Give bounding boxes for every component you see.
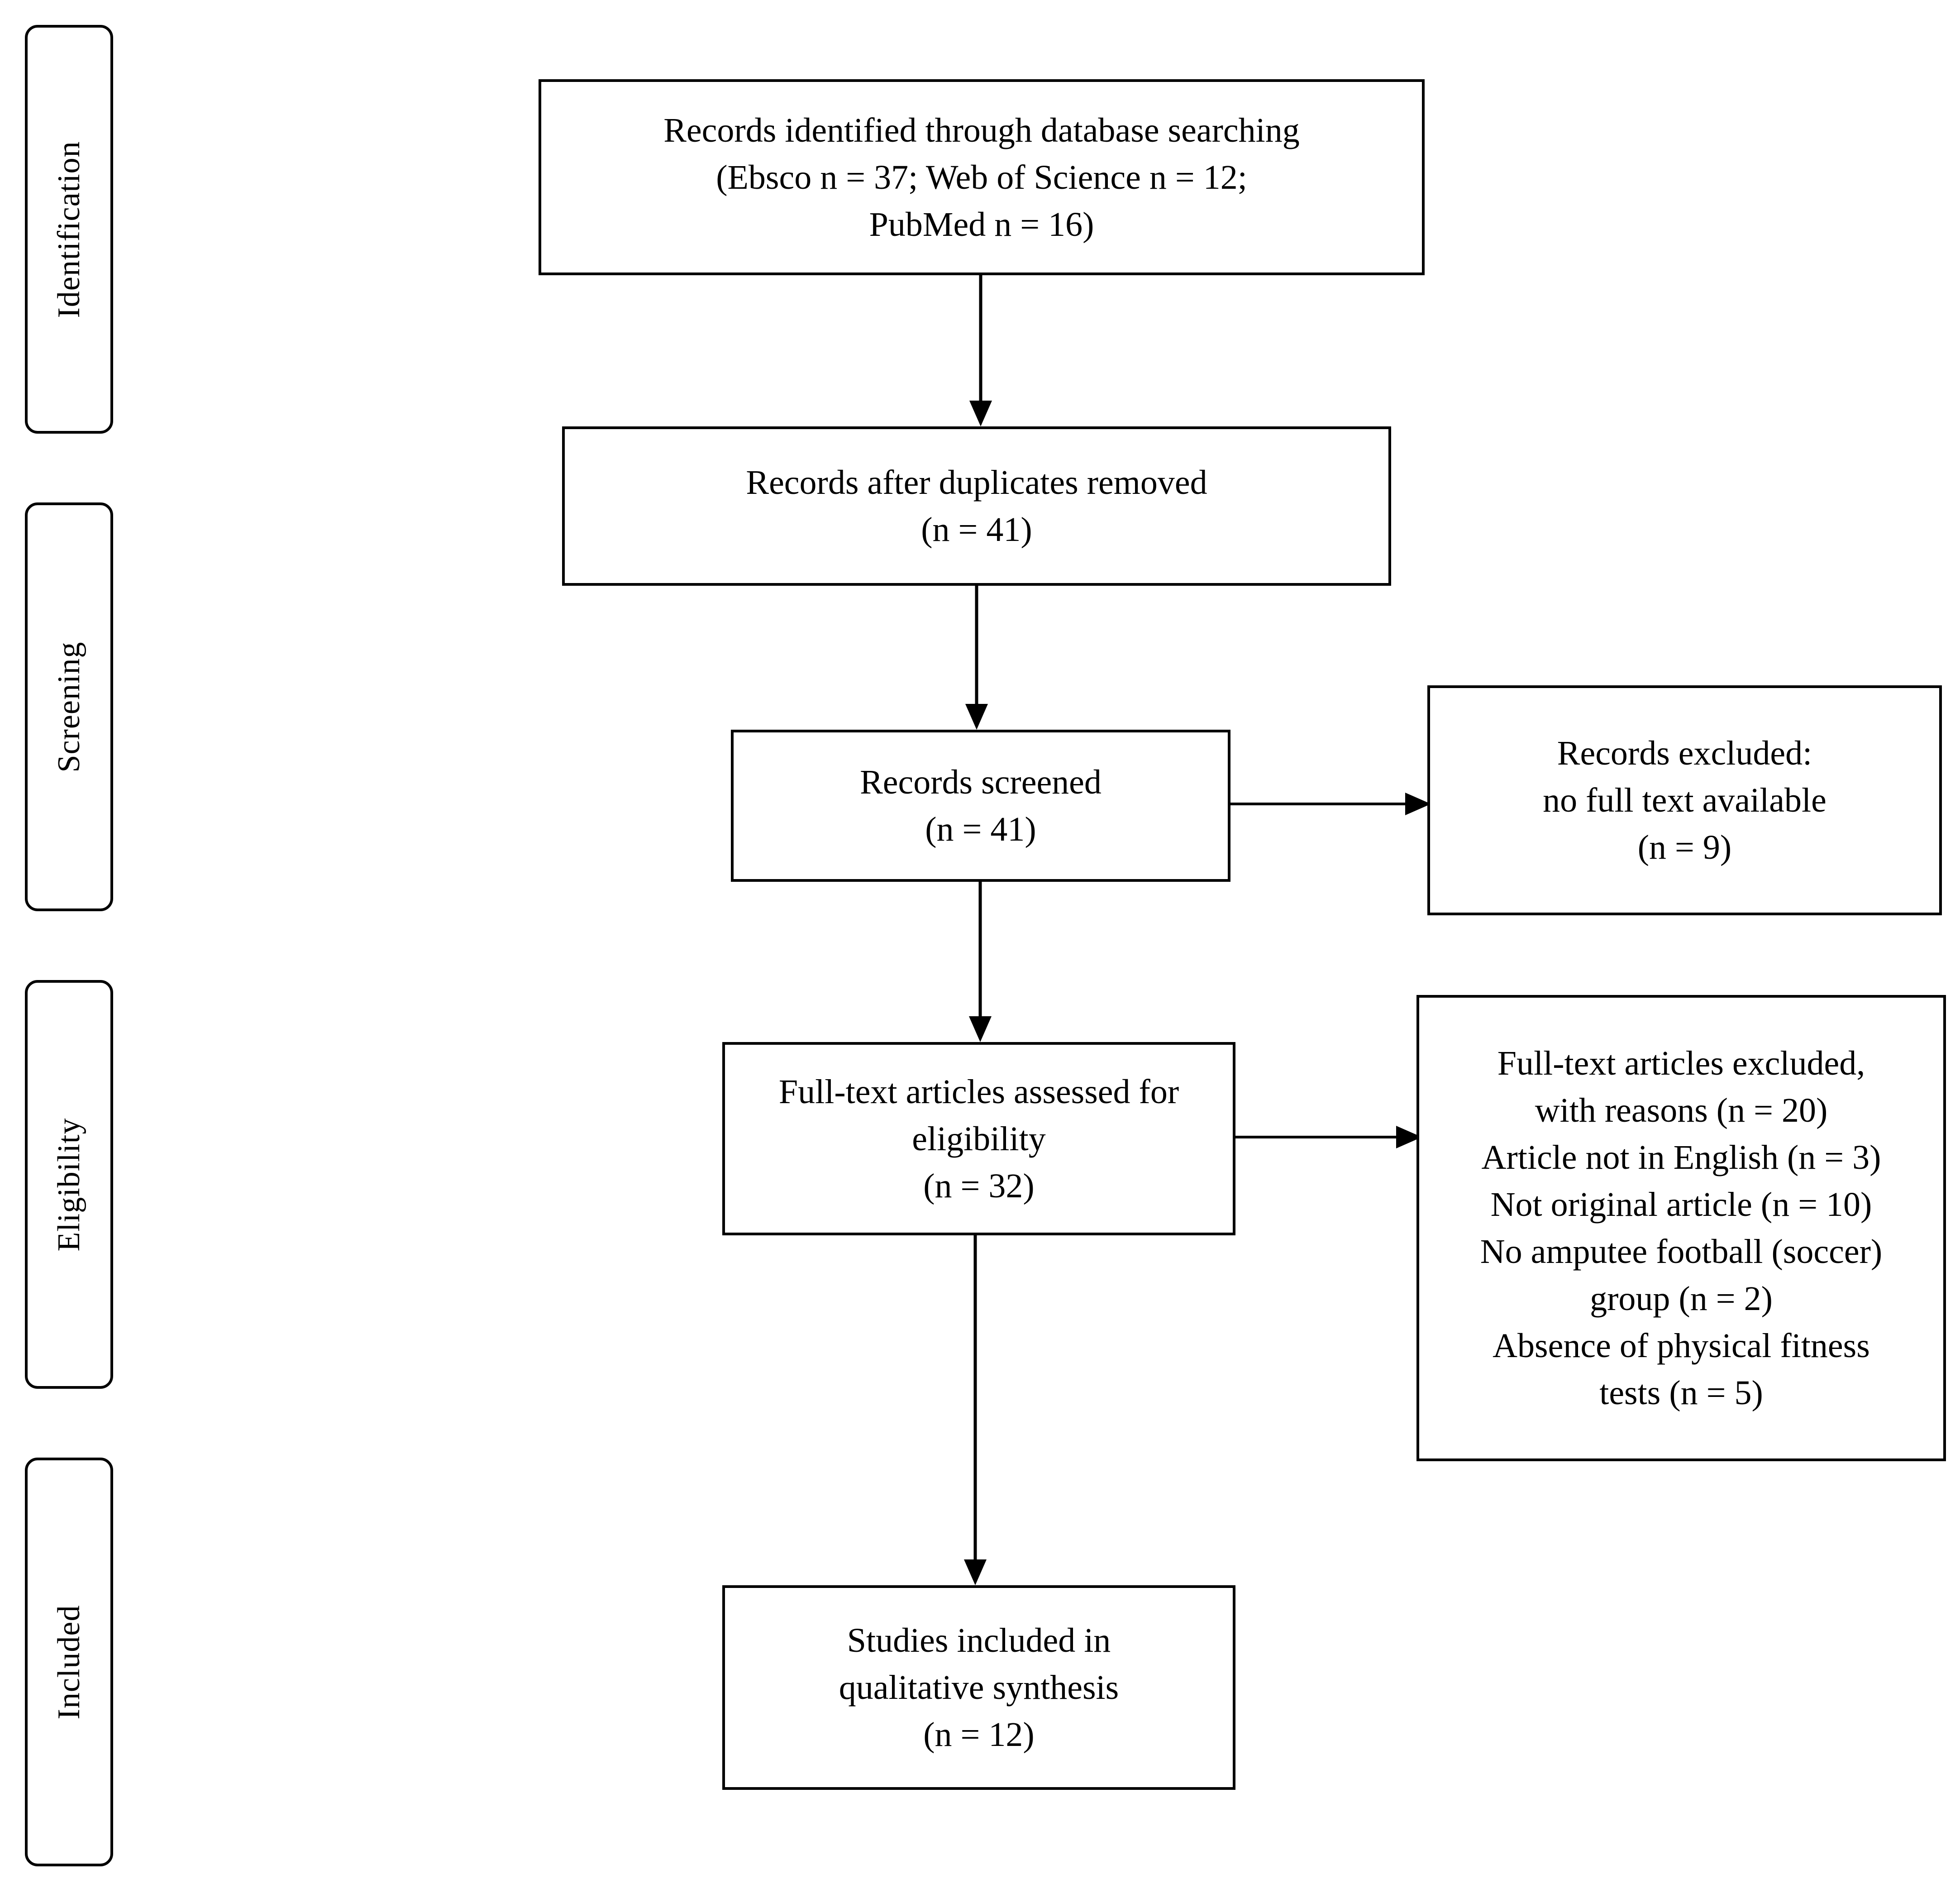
fulltext-excluded-line2: with reasons (n = 20) <box>1535 1091 1828 1129</box>
fulltext-excluded-line6: group (n = 2) <box>1590 1280 1773 1318</box>
arrowhead-screened-to-excluded <box>1405 793 1431 815</box>
records-identified-line3: PubMed n = 16) <box>869 205 1094 244</box>
records-identified-line2: (Ebsco n = 37; Web of Science n = 12; <box>716 158 1247 196</box>
phase-eligibility: Eligibility <box>25 980 113 1389</box>
records-identified-box: Records identified through database sear… <box>539 79 1425 275</box>
studies-included-line1: Studies included in <box>847 1621 1111 1659</box>
records-excluded-line2: no full text available <box>1543 781 1826 819</box>
fulltext-excluded-line7: Absence of physical fitness <box>1493 1327 1870 1365</box>
arrowhead-screened-to-fulltext <box>969 1016 992 1042</box>
fulltext-assessed-line1: Full-text articles assessed for <box>778 1072 1179 1111</box>
studies-included-box: Studies included in qualitative synthesi… <box>722 1585 1235 1790</box>
fulltext-assessed-line3: (n = 32) <box>923 1167 1035 1205</box>
records-deduplicated-line2: (n = 41) <box>921 511 1032 549</box>
records-deduplicated-line1: Records after duplicates removed <box>746 464 1207 502</box>
records-excluded-line3: (n = 9) <box>1637 828 1732 866</box>
phase-included: Included <box>25 1458 113 1866</box>
fulltext-excluded-line4: Not original article (n = 10) <box>1490 1186 1872 1224</box>
fulltext-excluded-line3: Article not in English (n = 3) <box>1481 1138 1881 1176</box>
records-excluded-line1: Records excluded: <box>1557 734 1812 772</box>
records-screened-line2: (n = 41) <box>925 810 1036 848</box>
fulltext-excluded-line1: Full-text articles excluded, <box>1497 1044 1865 1082</box>
fulltext-excluded-line8: tests (n = 5) <box>1599 1374 1763 1412</box>
fulltext-assessed-line2: eligibility <box>912 1119 1046 1158</box>
phase-identification: Identification <box>25 25 113 434</box>
records-identified-line1: Records identified through database sear… <box>663 111 1300 149</box>
phase-screening: Screening <box>25 502 113 911</box>
records-screened-line1: Records screened <box>860 763 1102 801</box>
arrowhead-fulltext-to-included <box>964 1559 987 1585</box>
fulltext-assessed-box: Full-text articles assessed for eligibil… <box>722 1042 1235 1235</box>
fulltext-excluded-line5: No amputee football (soccer) <box>1480 1233 1883 1271</box>
arrowhead-deduplicated-to-screened <box>965 704 988 730</box>
studies-included-line3: (n = 12) <box>923 1716 1035 1754</box>
arrowhead-fulltext-to-excluded <box>1396 1126 1422 1148</box>
records-excluded-box: Records excluded: no full text available… <box>1427 685 1942 915</box>
records-screened-box: Records screened (n = 41) <box>731 730 1230 882</box>
records-deduplicated-box: Records after duplicates removed (n = 41… <box>562 426 1391 586</box>
fulltext-excluded-box: Full-text articles excluded, with reason… <box>1416 995 1946 1461</box>
arrowhead-identified-to-deduplicated <box>969 401 992 426</box>
studies-included-line2: qualitative synthesis <box>839 1669 1119 1707</box>
